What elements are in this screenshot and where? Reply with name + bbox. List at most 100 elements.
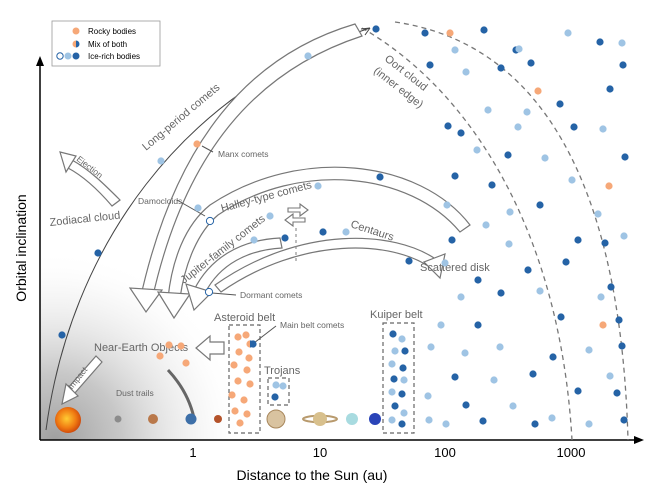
ice-light-body-dot (441, 259, 449, 267)
ice-dark-body-dot (444, 122, 452, 130)
ice-light-body-dot (457, 293, 465, 301)
ice-light-body-dot (515, 45, 523, 53)
ice-light-body-dot (398, 335, 406, 343)
rocky-body-dot (193, 140, 201, 148)
ice-dark-body-dot (574, 387, 582, 395)
ice-light-body-dot (400, 409, 408, 417)
ice-light-body-dot (342, 228, 350, 236)
rocky-body-dot (446, 29, 454, 37)
ice-light-body-dot (509, 402, 517, 410)
asteroid-belt-box (228, 324, 261, 434)
legend-ice-hollow-icon (56, 52, 64, 60)
ice-dark-body-dot (613, 389, 621, 397)
ice-dark-body-dot (480, 26, 488, 34)
mixed-body-dot (250, 340, 254, 348)
ice-dark-body-dot (574, 236, 582, 244)
ice-light-body-dot (564, 29, 572, 37)
ice-dark-body-dot (474, 321, 482, 329)
legend-mix-icon (72, 40, 80, 48)
ice-light-body-dot (597, 293, 605, 301)
scattered-disk-label: Scattered disk (420, 262, 490, 274)
x-tick-10: 10 (313, 445, 327, 460)
ice-dark-body-dot (606, 85, 614, 93)
ice-light-body-dot (548, 414, 556, 422)
sun-icon (55, 407, 81, 433)
ice-dark-body-dot (601, 239, 609, 247)
ice-dark-body-dot (319, 228, 327, 236)
trojans-label: Trojans (264, 365, 301, 377)
ice-light-body-dot (427, 343, 435, 351)
ice-light-body-dot (442, 420, 450, 428)
ice-dark-body-dot (451, 373, 459, 381)
ice-dark-body-dot (401, 347, 409, 355)
rocky-body-dot (243, 366, 251, 374)
dust-trails-curve (166, 368, 196, 419)
manx-comets-label: Manx comets (218, 149, 269, 159)
ice-light-body-dot (314, 182, 322, 190)
rocky-body-dot (243, 410, 251, 418)
ice-light-body-dot (620, 232, 628, 240)
ice-light-body-dot (490, 376, 498, 384)
mercury-icon (114, 415, 122, 423)
ice-dark-body-dot (618, 342, 626, 350)
legend-ice-label: Ice-rich bodies (88, 52, 140, 61)
ice-light-body-dot (536, 287, 544, 295)
ice-light-body-dot (304, 52, 312, 60)
ice-dark-body-dot (562, 258, 570, 266)
ice-light-body-dot (266, 212, 274, 220)
dormant-comets-label: Dormant comets (240, 290, 302, 300)
ice-dark-body-dot (474, 276, 482, 284)
near-earth-label: Near-Earth Objects (94, 342, 189, 354)
ice-light-body-dot (388, 360, 396, 368)
asteroid-belt-label: Asteroid belt (214, 312, 275, 324)
legend-mix-label: Mix of both (88, 40, 127, 49)
ejection-arrow (59, 151, 121, 207)
mars-icon (214, 415, 222, 423)
rocky-body-dot (165, 341, 173, 349)
centaurs-arrow (214, 237, 446, 293)
ice-light-body-dot (618, 39, 626, 47)
ice-dark-body-dot (529, 370, 537, 378)
x-tick-1: 1 (189, 445, 196, 460)
ice-dark-body-dot (376, 173, 384, 181)
body-dots (58, 25, 629, 428)
ice-light-body-dot (279, 382, 287, 390)
ice-dark-body-dot (457, 129, 465, 137)
ice-light-body-dot (523, 108, 531, 116)
legend-rocky-label: Rocky bodies (88, 27, 136, 36)
ice-dark-body-dot (462, 401, 470, 409)
ice-light-body-dot (585, 420, 593, 428)
ice-light-body-dot (391, 347, 399, 355)
saturn-icon (302, 412, 338, 426)
ice-light-body-dot (425, 416, 433, 424)
ice-light-body-dot (461, 349, 469, 357)
damocloids-label: Damocloids (138, 196, 182, 206)
rocky-body-dot (534, 87, 542, 95)
legend-ice-dark-icon (72, 52, 80, 60)
rocky-body-dot (156, 352, 164, 360)
ice-dark-body-dot (549, 353, 557, 361)
ice-dark-body-dot (390, 375, 398, 383)
rocky-body-dot (236, 419, 244, 427)
kuiper-belt-label: Kuiper belt (370, 309, 423, 321)
neptune-icon (369, 413, 381, 425)
ice-dark-body-dot (619, 61, 627, 69)
ice-light-body-dot (272, 381, 280, 389)
ice-light-body-dot (443, 201, 451, 209)
x-axis-label: Distance to the Sun (au) (237, 467, 388, 483)
ice-dark-body-dot (271, 393, 279, 401)
ice-dark-body-dot (497, 64, 505, 72)
ice-dark-body-dot (398, 390, 406, 398)
mixed-body-dot (246, 340, 250, 348)
hollow-ice-body-dot (204, 287, 214, 297)
zodiacal-cloud-label: Zodiacal cloud (49, 210, 121, 229)
ice-dark-body-dot (281, 234, 289, 242)
x-tick-100: 100 (434, 445, 456, 460)
ice-light-body-dot (400, 376, 408, 384)
zodiacal-cloud-glow (40, 235, 241, 440)
ice-dark-body-dot (557, 313, 565, 321)
rocky-body-dot (182, 359, 190, 367)
rocky-body-dot (599, 321, 607, 329)
rocky-body-dot (231, 407, 239, 415)
